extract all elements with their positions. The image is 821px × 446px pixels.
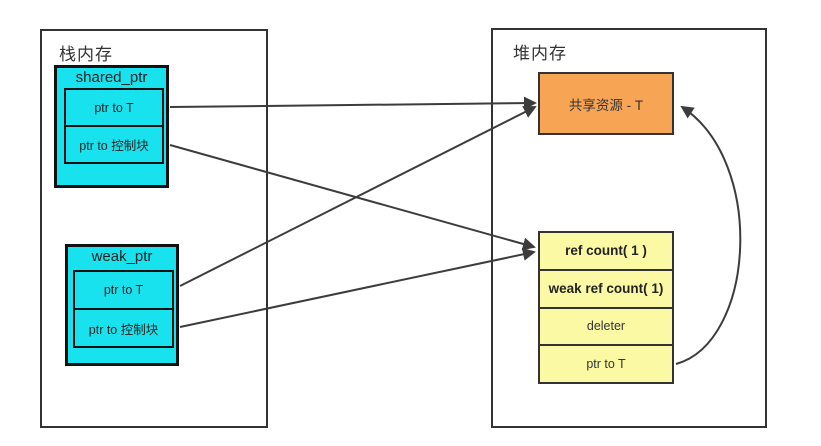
shared-ptr-box: shared_ptr ptr to T ptr to 控制块 [54,65,169,188]
weak-ptr-field-ptr-to-control-block: ptr to 控制块 [75,308,172,346]
shared-ptr-title: shared_ptr [75,69,148,86]
shared-resource-box: 共享资源 - T [538,72,674,135]
weak-ptr-title: weak_ptr [91,248,153,265]
shared-ptr-field-ptr-to-control-block: ptr to 控制块 [66,125,162,162]
weak-ptr-box: weak_ptr ptr to T ptr to 控制块 [65,244,179,366]
control-block-weak-ref-count: weak ref count( 1) [540,268,672,307]
weak-ptr-fields: ptr to T ptr to 控制块 [73,270,174,348]
heap-memory-label: 堆内存 [513,44,567,63]
stack-memory-label: 栈内存 [59,45,113,64]
control-block-ref-count: ref count( 1 ) [565,243,647,259]
shared-ptr-field-ptr-to-t: ptr to T [94,100,134,115]
weak-ptr-field-ptr-to-t: ptr to T [103,283,144,297]
shared-ptr-fields: ptr to T ptr to 控制块 [64,88,164,164]
control-block-box: ref count( 1 ) weak ref count( 1) delete… [538,231,674,384]
control-block-ptr-to-t: ptr to T [540,344,672,382]
control-block-deleter: deleter [540,306,672,345]
